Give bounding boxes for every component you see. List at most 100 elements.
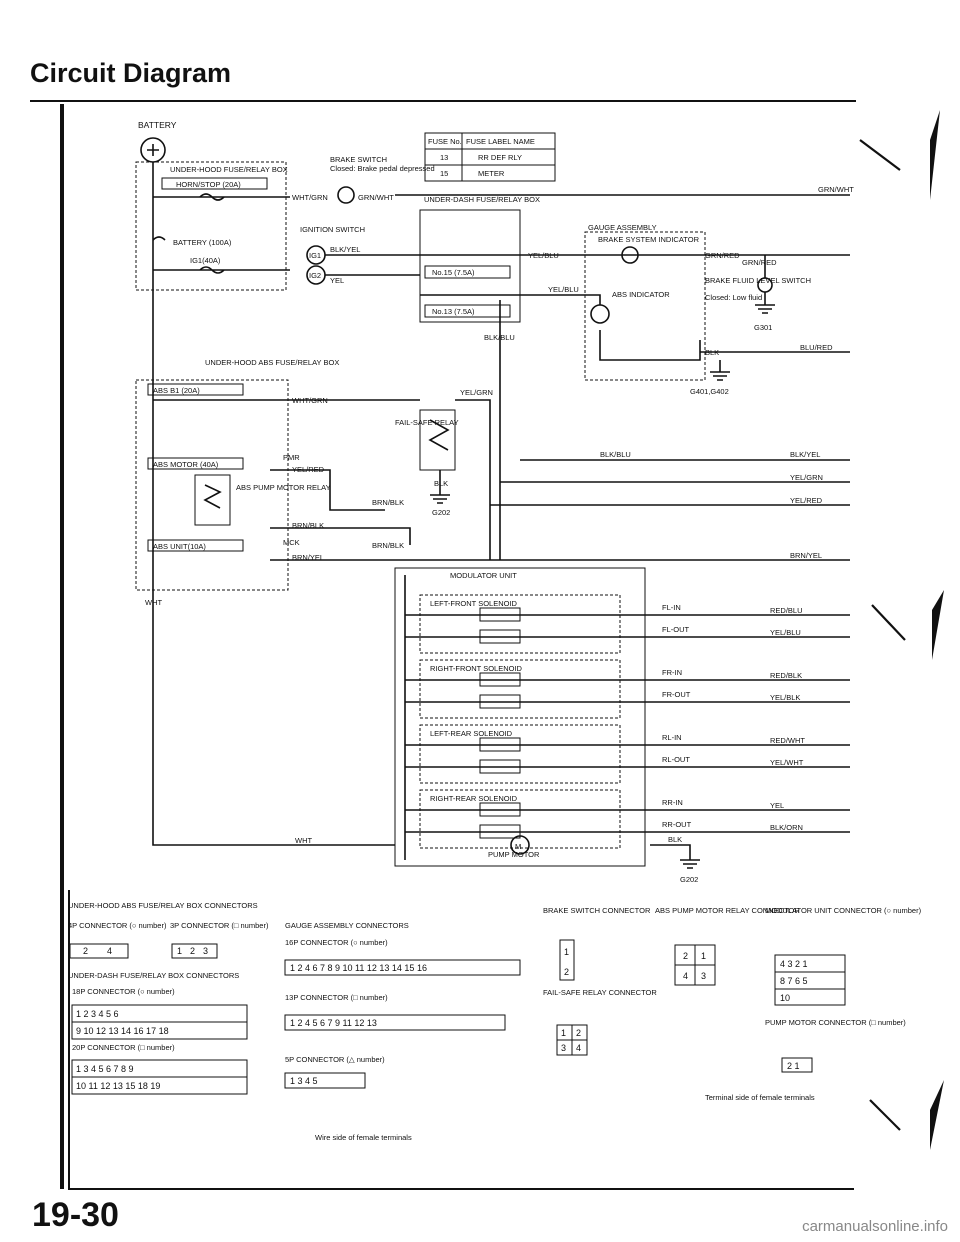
brake-fluid-switch-label: BRAKE FLUID LEVEL SWITCH xyxy=(705,276,811,285)
header-rule xyxy=(30,100,856,102)
relay-coil-icon xyxy=(203,484,222,509)
battery-label: BATTERY xyxy=(138,120,177,130)
g301-label: G301 xyxy=(754,323,772,332)
solenoid-pin: FL-OUT xyxy=(662,625,690,634)
wire-label: WHT xyxy=(295,836,312,845)
svg-text:10 11 12 13 15 18 19: 10 11 12 13 15 18 19 xyxy=(76,1081,160,1091)
relay-coil-icon xyxy=(428,419,450,451)
conn-label: 18P CONNECTOR (○ number) xyxy=(72,987,175,996)
conn-label: 16P CONNECTOR (○ number) xyxy=(285,938,388,947)
svg-text:1 2 4 5 6 7 9: 1 2 4 5 6 7 9 11 12 13 xyxy=(290,1018,377,1028)
binder-slash-icon xyxy=(871,604,906,641)
wire-label: BLK xyxy=(705,348,719,357)
abs-indicator-label: ABS INDICATOR xyxy=(612,290,670,299)
svg-text:4: 4 xyxy=(576,1043,581,1053)
svg-text:2: 2 xyxy=(576,1028,581,1038)
conn-label: 4P CONNECTOR (○ number) xyxy=(68,921,167,930)
svg-text:2: 2 xyxy=(190,946,195,956)
solenoid-pin: RL-IN xyxy=(662,733,682,742)
conn-title: UNDER-DASH FUSE/RELAY BOX CONNECTORS xyxy=(68,971,239,980)
svg-text:1: 1 xyxy=(701,951,706,961)
conn-title: PUMP MOTOR CONNECTOR (□ number) xyxy=(765,1018,906,1027)
svg-text:2 1: 2 1 xyxy=(787,1061,800,1071)
brake-switch-icon xyxy=(337,186,355,204)
left-frame-inner-bar xyxy=(68,890,70,1190)
wire-label: BRN/BLK xyxy=(372,498,404,507)
conn-title: FAIL-SAFE RELAY CONNECTOR xyxy=(543,988,657,997)
solenoid-wire: RED/BLU xyxy=(770,606,803,615)
abs-b1-fuse-label: ABS B1 (20A) xyxy=(153,386,200,395)
conn-title: UNDER-HOOD ABS FUSE/RELAY BOX CONNECTORS xyxy=(68,901,258,910)
modulator-unit-box xyxy=(394,567,646,867)
solenoid-coils xyxy=(404,575,650,860)
solenoid-box xyxy=(419,594,621,654)
conn-label: 5P CONNECTOR (△ number) xyxy=(285,1055,385,1064)
page-title: Circuit Diagram xyxy=(30,58,232,88)
svg-text:1: 1 xyxy=(177,946,182,956)
gauge-assembly-box xyxy=(584,231,706,381)
gauge-assembly-label: GAUGE ASSEMBLY xyxy=(588,223,657,232)
wire-label: WHT/GRN xyxy=(292,193,328,202)
svg-text:9 10 12 13 14 16 17 18: 9 10 12 13 14 16 17 18 xyxy=(76,1026,169,1036)
solenoid-wire: RED/BLK xyxy=(770,671,802,680)
underdash-fuse-box-label: UNDER-DASH FUSE/RELAY BOX xyxy=(424,195,540,204)
pump-motor-icon xyxy=(510,835,530,855)
svg-text:1 2 4 6 7 8 9 10 1: 1 2 4 6 7 8 9 10 11 12 13 14 15 16 xyxy=(290,963,427,973)
g202-label: G202 xyxy=(432,508,450,517)
svg-text:2: 2 xyxy=(564,967,569,977)
solenoid-pin: RR-OUT xyxy=(662,820,692,829)
svg-text:4: 4 xyxy=(107,946,112,956)
left-frame-bar xyxy=(60,104,64,1189)
conn-title: MODULATOR UNIT CONNECTOR (○ number) xyxy=(765,906,922,915)
solenoid-pin: FL-IN xyxy=(662,603,681,612)
bottom-rule xyxy=(68,1188,854,1190)
fuse-table-cell: RR DEF RLY xyxy=(478,153,522,162)
right-output-wire: BLK/YEL xyxy=(790,450,820,459)
battery-fuse-label: BATTERY (100A) xyxy=(173,238,232,247)
terminal-side-note: Terminal side of female terminals xyxy=(705,1093,815,1102)
conn-title: GAUGE ASSEMBLY CONNECTORS xyxy=(285,921,409,930)
rf-solenoid-label: RIGHT-FRONT SOLENOID xyxy=(430,664,523,673)
conn-label: 3P CONNECTOR (□ number) xyxy=(170,921,269,930)
fuse-table-cell: 13 xyxy=(440,153,448,162)
fuse-table-cell: METER xyxy=(478,169,505,178)
svg-text:8 7 6 5: 8 7 6 5 xyxy=(780,976,808,986)
lf-solenoid-label: LEFT-FRONT SOLENOID xyxy=(430,599,518,608)
wire-label: YEL xyxy=(330,276,344,285)
wire-label: BRN/YEL xyxy=(292,553,324,562)
wire-label: GRN/RED xyxy=(705,251,740,260)
binder-slash-icon xyxy=(859,139,901,171)
lr-solenoid-label: LEFT-REAR SOLENOID xyxy=(430,729,513,738)
fuse-table-cell: 15 xyxy=(440,169,448,178)
binder-mark-icon xyxy=(930,110,940,200)
svg-text:2: 2 xyxy=(683,951,688,961)
svg-text:3: 3 xyxy=(701,971,706,981)
conn-label: 20P CONNECTOR (□ number) xyxy=(72,1043,175,1052)
wire-label: BLK/BLU xyxy=(600,450,631,459)
wire-label: GRN/WHT xyxy=(818,185,854,194)
g202-label: G202 xyxy=(680,875,698,884)
wire-label: BLK xyxy=(434,479,448,488)
modulator-unit-label: MODULATOR UNIT xyxy=(450,571,517,580)
mck-label: MCK xyxy=(283,538,300,547)
underdash-fuse-box xyxy=(419,209,521,323)
svg-text:3: 3 xyxy=(203,946,208,956)
abs-pump-motor-relay-label: ABS PUMP MOTOR RELAY xyxy=(236,483,331,492)
ig2-label: IG2 xyxy=(309,271,321,280)
svg-text:1: 1 xyxy=(564,947,569,957)
abs-motor-fuse-label: ABS MOTOR (40A) xyxy=(153,460,219,469)
wire-label: BRN/BLK xyxy=(372,541,404,550)
wire-label: BLK xyxy=(668,835,682,844)
svg-text:1 2 3 4 5 6: 1 2 3 4 5 6 xyxy=(76,1009,119,1019)
g401-label: G401,G402 xyxy=(690,387,729,396)
wire-label: YEL/BLU xyxy=(548,285,579,294)
conn-title: ABS PUMP MOTOR RELAY CONNECTOR xyxy=(655,906,800,915)
wire-label: BLU/RED xyxy=(800,343,833,352)
fuse-table-header: FUSE No. xyxy=(428,137,462,146)
wire-label: BLK/YEL xyxy=(330,245,360,254)
brake-system-indicator-label: BRAKE SYSTEM INDICATOR xyxy=(598,235,700,244)
rr-solenoid-label: RIGHT-REAR SOLENOID xyxy=(430,794,518,803)
svg-text:1: 1 xyxy=(561,1028,566,1038)
solenoid-box xyxy=(419,789,621,849)
wire-label: WHT/GRN xyxy=(292,396,328,405)
